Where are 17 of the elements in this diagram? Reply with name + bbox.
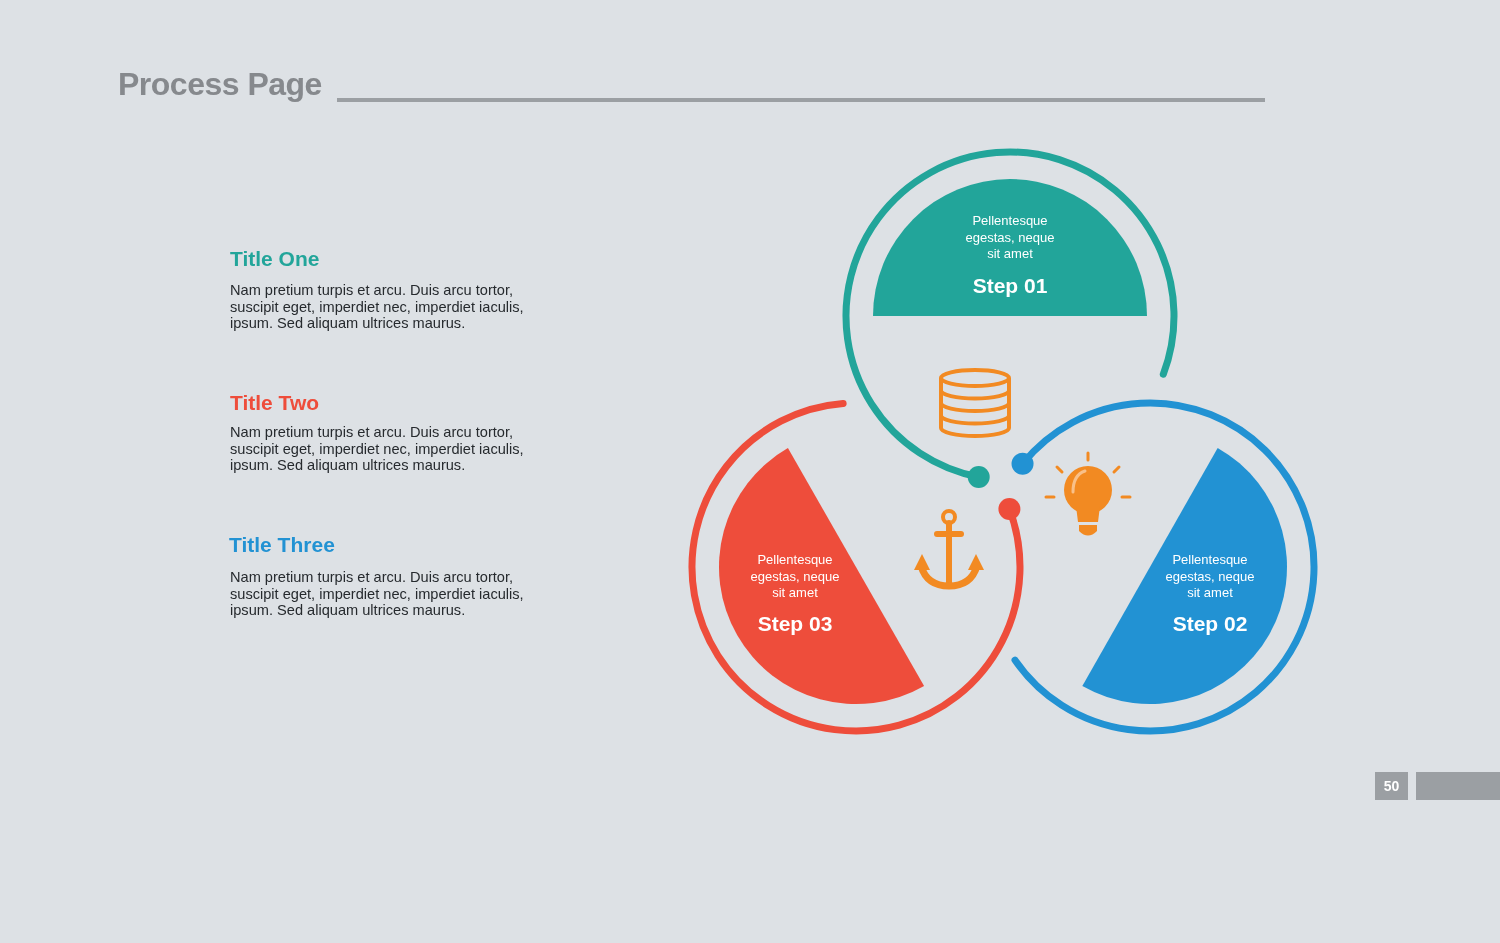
section-title: Title Three bbox=[229, 533, 335, 557]
page-title: Process Page bbox=[118, 65, 322, 103]
section-text: Nam pretium turpis et arcu. Duis arcu tortor, suscipit eget, imperdiet nec, imperdiet iaculis, ipsum. Sed aliquam ultrices maurus. bbox=[230, 424, 525, 474]
segment-text: Pellentesque egestas, neque sit amet bbox=[1164, 552, 1256, 602]
semicircle-segment bbox=[1082, 447, 1287, 704]
segment-text: Pellentesque egestas, neque sit amet bbox=[749, 552, 841, 602]
step-label: Step 02 bbox=[1171, 611, 1249, 637]
step-label: Step 03 bbox=[756, 611, 834, 637]
section-title: Title One bbox=[230, 247, 320, 271]
semicircle-segment bbox=[719, 448, 925, 704]
section-text: Nam pretium turpis et arcu. Duis arcu tortor, suscipit eget, imperdiet nec, imperdiet iaculis, ipsum. Sed aliquam ultrices maurus. bbox=[230, 569, 525, 619]
segment-text: Pellentesque egestas, neque sit amet bbox=[964, 213, 1056, 263]
section-title: Title Two bbox=[230, 391, 320, 415]
step-label: Step 01 bbox=[971, 273, 1049, 299]
page-number: 50 bbox=[1375, 772, 1408, 800]
section-text: Nam pretium turpis et arcu. Duis arcu tortor, suscipit eget, imperdiet nec, imperdiet iaculis, ipsum. Sed aliquam ultrices maurus. bbox=[230, 282, 525, 332]
semicircle-segment bbox=[873, 179, 1147, 316]
